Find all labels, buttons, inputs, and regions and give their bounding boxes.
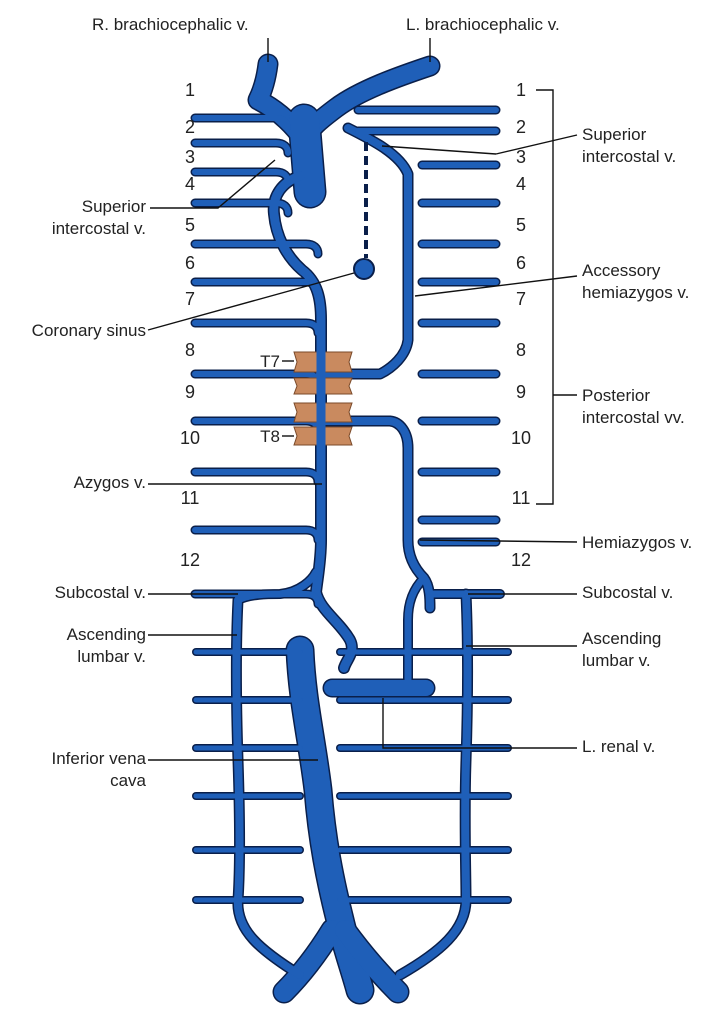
rib-number-right-3: 3: [516, 147, 526, 167]
hemiazygos-to-renal: [408, 578, 424, 688]
right-posterior-intercostal-vein-5: [195, 244, 318, 254]
rib-number-left-6: 6: [185, 253, 195, 273]
r-brachiocephalic-label: R. brachiocephalic v.: [92, 15, 249, 34]
ivc-label-line2: cava: [110, 771, 146, 790]
posterior-intercostal-label-line1: Posterior: [582, 386, 650, 405]
superior-intercostal-left-label-line1: Superior: [82, 197, 147, 216]
right-posterior-intercostal-vein-3: [195, 172, 288, 182]
rib-number-right-10: 10: [511, 428, 531, 448]
rib-number-left-5: 5: [185, 215, 195, 235]
right-posterior-intercostal-vein-10: [195, 472, 318, 482]
rib-number-left-3: 3: [185, 147, 195, 167]
coronary-sinus-label: Coronary sinus: [32, 321, 146, 340]
rib-number-left-10: 10: [180, 428, 200, 448]
l-renal-label: L. renal v.: [582, 737, 655, 756]
ascending-lumbar-left-label-line2: lumbar v.: [77, 647, 146, 666]
hemiazygos-vein-outline: [323, 421, 430, 608]
ivc-label-line1: Inferior vena: [52, 749, 147, 768]
rib-number-left-1: 1: [185, 80, 195, 100]
ascending-lumbar-right-label-line2: lumbar v.: [582, 651, 651, 670]
rib-number-right-6: 6: [516, 253, 526, 273]
rib-number-left-7: 7: [185, 289, 195, 309]
rib-number-right-7: 7: [516, 289, 526, 309]
azygos-label: Azygos v.: [74, 473, 146, 492]
rib-number-right-4: 4: [516, 174, 526, 194]
right-posterior-intercostal-vein-6: [195, 282, 318, 292]
rib-number-left-4: 4: [185, 174, 195, 194]
right-posterior-intercostal-vein-2: [195, 143, 288, 153]
rib-number-left-9: 9: [185, 382, 195, 402]
hemiazygos-label: Hemiazygos v.: [582, 533, 692, 552]
rib-number-left-2: 2: [185, 117, 195, 137]
rib-number-right-9: 9: [516, 382, 526, 402]
subcostal-right-label: Subcostal v.: [582, 583, 673, 602]
rib-number-left-12: 12: [180, 550, 200, 570]
t8-label: T8: [260, 427, 280, 446]
l-brachiocephalic-label: L. brachiocephalic v.: [406, 15, 560, 34]
rib-number-right-8: 8: [516, 340, 526, 360]
superior-intercostal-right-label-line1: Superior: [582, 125, 647, 144]
t7-label: T7: [260, 352, 280, 371]
ascending-lumbar-left-label-line1: Ascending: [67, 625, 146, 644]
rib-number-right-12: 12: [511, 550, 531, 570]
rib-number-right-5: 5: [516, 215, 526, 235]
ascending-lumbar-right-label-line1: Ascending: [582, 629, 661, 648]
coronary-sinus-opening: [354, 259, 374, 279]
accessory-hemiazygos-label-line2: hemiazygos v.: [582, 283, 689, 302]
superior-intercostal-left-label-line2: intercostal v.: [52, 219, 146, 238]
posterior-intercostal-label-line2: intercostal vv.: [582, 408, 685, 427]
right-posterior-intercostal-vein-11: [195, 530, 318, 540]
right-posterior-intercostal-vein-1: [195, 118, 288, 128]
superior-intercostal-right-label-line2: intercostal v.: [582, 147, 676, 166]
hemiazygos-vein: [323, 421, 430, 608]
rib-number-right-2: 2: [516, 117, 526, 137]
subcostal-left-label: Subcostal v.: [55, 583, 146, 602]
superior-vena-cava: [304, 120, 310, 192]
accessory-hemiazygos-label-line1: Accessory: [582, 261, 661, 280]
rib-number-left-8: 8: [185, 340, 195, 360]
right-posterior-intercostal-vein-7: [195, 323, 318, 333]
rib-number-right-11: 11: [512, 488, 531, 508]
rib-number-left-11: 11: [181, 488, 200, 508]
rib-number-right-1: 1: [516, 80, 526, 100]
